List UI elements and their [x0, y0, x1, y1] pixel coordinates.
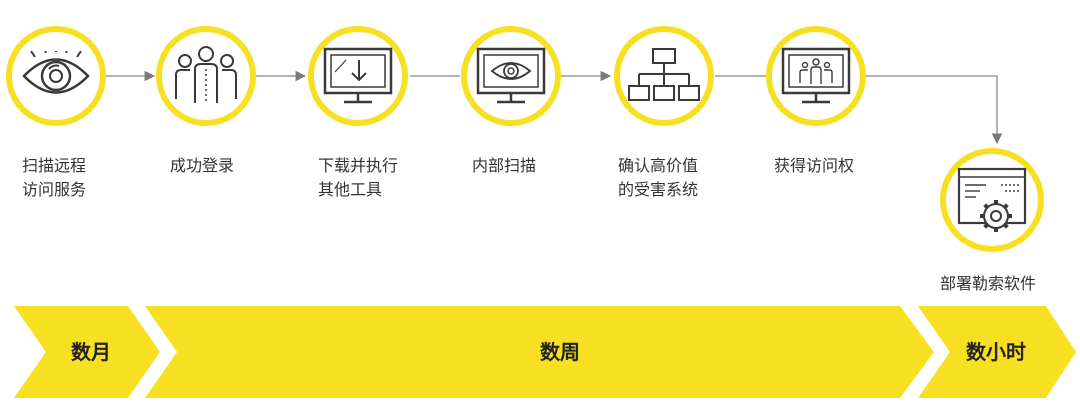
step-label-6: 获得访问权 [774, 154, 854, 178]
step-label-1-line2: 访问服务 [22, 180, 87, 199]
phase-chevron-months [14, 306, 160, 398]
phase-chevron-weeks [145, 306, 934, 398]
step-label-1: 扫描远程 访问服务 [22, 154, 86, 202]
people-group-icon [175, 46, 237, 103]
monitor-download-icon [323, 47, 393, 104]
step-label-1-line1: 扫描远程 [22, 156, 87, 175]
step-label-6-line1: 获得访问权 [774, 156, 855, 175]
step-label-3-line2: 其他工具 [318, 180, 383, 199]
step-label-5-line2: 的受害系统 [618, 180, 699, 199]
step-label-4-line1: 内部扫描 [472, 156, 537, 175]
step-circle-4 [461, 26, 561, 126]
step-label-3-line1: 下载并执行 [318, 156, 399, 175]
step-label-final: 部署勒索软件 [940, 274, 1037, 293]
step-label-5: 确认高价值 的受害系统 [618, 154, 698, 202]
phase-label-hours: 数小时 [966, 340, 1026, 364]
step-label-4: 内部扫描 [472, 154, 536, 178]
window-gear-icon [957, 167, 1027, 232]
step-circle-2 [156, 26, 256, 126]
step-circle-5 [614, 26, 714, 126]
phase-label-weeks: 数周 [540, 340, 580, 364]
eye-icon [22, 51, 90, 94]
phase-chevron-hours [918, 306, 1076, 398]
step-label-2-line1: 成功登录 [170, 156, 235, 175]
step-circle-6 [766, 26, 866, 126]
monitor-people-icon [781, 47, 851, 104]
phase-label-months: 数月 [71, 340, 111, 364]
connector-arrow-6 [864, 75, 1003, 145]
step-circle-3 [308, 26, 408, 126]
step-circle-final [940, 148, 1044, 252]
network-hierarchy-icon [628, 48, 700, 101]
step-label-3: 下载并执行 其他工具 [318, 154, 398, 202]
step-label-2: 成功登录 [170, 154, 234, 178]
monitor-eye-icon [476, 47, 546, 104]
step-circle-1 [6, 26, 106, 126]
step-label-5-line1: 确认高价值 [618, 156, 699, 175]
